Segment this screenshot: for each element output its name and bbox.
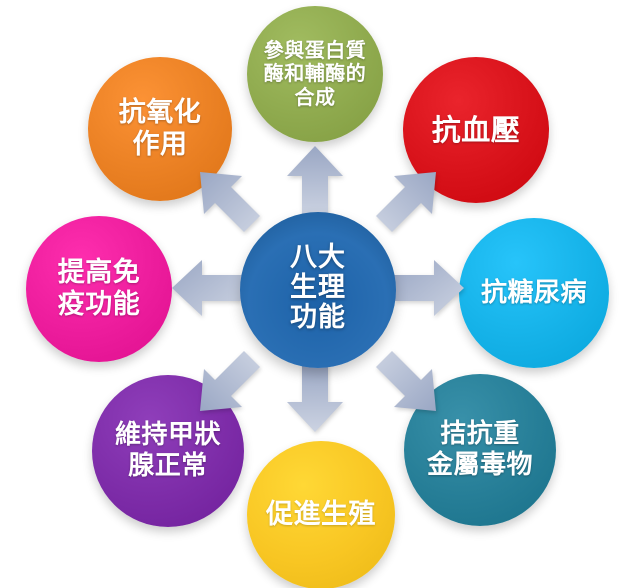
node-anti-diabetes[interactable]: 抗糖尿病 <box>459 218 609 368</box>
node-repro-label: 促進生殖 <box>266 499 376 531</box>
node-protein-label: 參與蛋白質酶和輔酶的合成 <box>263 37 367 109</box>
arrow-up-left-icon <box>198 170 266 238</box>
node-metal-label: 拮抗重金屬毒物 <box>426 419 533 480</box>
center-node-label: 八大生理功能 <box>290 241 346 334</box>
arrow-right-icon <box>394 260 464 316</box>
arrow-left-icon <box>172 260 242 316</box>
arrow-down-icon <box>287 362 343 432</box>
arrow-down-right-icon <box>370 345 438 413</box>
node-boost-immunity[interactable]: 提高免疫功能 <box>26 216 172 362</box>
node-antioxidant[interactable]: 抗氧化作用 <box>88 57 232 201</box>
arrow-down-left-icon <box>198 345 266 413</box>
node-antiox-label: 抗氧化作用 <box>118 97 202 160</box>
node-immune-label: 提高免疫功能 <box>57 257 141 320</box>
node-promote-reproduction[interactable]: 促進生殖 <box>247 441 395 588</box>
node-protein-enzyme-synthesis[interactable]: 參與蛋白質酶和輔酶的合成 <box>247 6 383 142</box>
node-diabetes-label: 抗糖尿病 <box>480 277 587 308</box>
arrow-up-icon <box>287 146 343 216</box>
arrow-up-right-icon <box>370 170 438 238</box>
node-thyroid-label: 維持甲狀腺正常 <box>114 420 221 481</box>
node-thyroid-normal[interactable]: 維持甲狀腺正常 <box>92 375 244 527</box>
center-circle-ring <box>240 212 396 368</box>
center-node-eight-functions[interactable]: 八大生理功能 <box>244 214 392 362</box>
node-bp-label: 抗血壓 <box>431 112 521 147</box>
